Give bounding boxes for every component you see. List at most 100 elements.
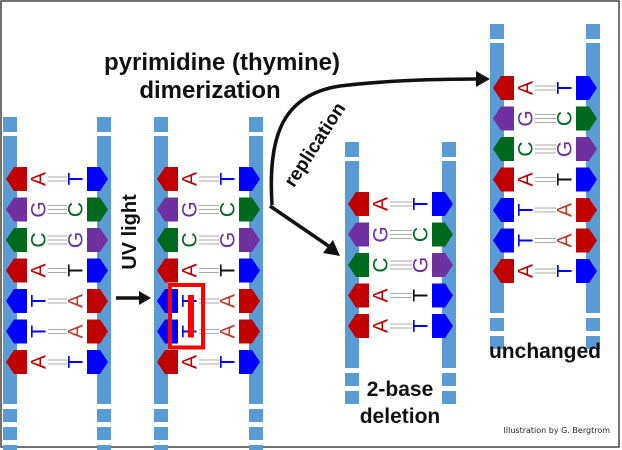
base-letter-left: A bbox=[28, 172, 51, 186]
base-letter-left: T bbox=[515, 234, 538, 247]
backbone-block-right bbox=[97, 409, 111, 422]
base-letter-right: T bbox=[65, 172, 88, 185]
nucleotide-left-A bbox=[493, 167, 514, 192]
base-letter-right: T bbox=[554, 173, 577, 186]
base-letter-left: C bbox=[515, 141, 538, 156]
backbone-block-left bbox=[3, 427, 17, 440]
base-letter-left: A bbox=[515, 172, 538, 186]
nucleotide-left-T bbox=[493, 228, 514, 253]
base-letter-right: T bbox=[217, 172, 240, 185]
base-letter-left: A bbox=[28, 355, 51, 369]
nucleotide-left-G bbox=[348, 222, 369, 247]
backbone-block-left bbox=[345, 142, 359, 157]
backbone-block-left bbox=[154, 409, 168, 422]
nucleotide-right-G bbox=[87, 228, 108, 252]
nucleotide-left-G bbox=[157, 197, 178, 222]
backbone-block-right bbox=[249, 409, 263, 422]
backbone-block-left bbox=[345, 373, 359, 386]
base-letter-right: A bbox=[554, 233, 577, 247]
base-letter-left: T bbox=[28, 325, 51, 338]
nucleotide-right-T bbox=[576, 76, 597, 100]
deletion-label-line-1: 2-base bbox=[367, 378, 434, 401]
backbone-block-right bbox=[249, 117, 263, 132]
backbone-block-right bbox=[442, 142, 456, 157]
nucleotide-right-A bbox=[87, 319, 108, 344]
base-letter-right: G bbox=[217, 232, 240, 248]
nucleotide-left-A bbox=[348, 192, 369, 216]
backbone-block-right bbox=[97, 445, 111, 450]
nucleotide-left-A bbox=[6, 350, 27, 374]
nucleotide-right-C bbox=[576, 106, 597, 131]
base-letter-right: A bbox=[554, 203, 577, 217]
dna-molecules: ATGCCGATTATAATATGCCGATTATAATATGCCGATATAT… bbox=[3, 24, 600, 450]
base-pair: TA bbox=[157, 319, 260, 344]
nucleotide-left-C bbox=[157, 228, 178, 252]
replication-arrow-to-unchanged bbox=[269, 71, 490, 206]
nucleotide-right-T bbox=[87, 167, 108, 191]
backbone-block-left bbox=[3, 409, 17, 422]
nucleotide-left-G bbox=[493, 106, 514, 131]
base-letter-left: C bbox=[179, 232, 202, 247]
nucleotide-left-T bbox=[493, 198, 514, 222]
nucleotide-left-C bbox=[6, 228, 27, 252]
nucleotide-right-T bbox=[432, 314, 453, 338]
nucleotide-right-C bbox=[239, 197, 260, 222]
nucleotide-left-G bbox=[6, 197, 27, 222]
nucleotide-right-T bbox=[576, 259, 597, 283]
base-letter-left: T bbox=[28, 294, 51, 307]
uv-arrow bbox=[116, 291, 151, 305]
base-letter-right: C bbox=[410, 227, 433, 242]
base-letter-left: A bbox=[515, 264, 538, 278]
backbone-block-right bbox=[97, 427, 111, 440]
nucleotide-left-A bbox=[6, 258, 27, 283]
base-letter-left: A bbox=[515, 81, 538, 95]
nucleotide-right-C bbox=[432, 222, 453, 247]
base-letter-left: G bbox=[515, 110, 538, 126]
base-letter-right: C bbox=[65, 202, 88, 217]
nucleotide-right-T bbox=[576, 167, 597, 192]
nucleotide-right-T bbox=[239, 350, 260, 374]
base-letter-left: A bbox=[370, 319, 393, 333]
backbone-block-left bbox=[490, 318, 504, 331]
nucleotide-left-T bbox=[6, 319, 27, 344]
base-letter-left: A bbox=[28, 263, 51, 277]
thymine-dimer-box bbox=[168, 283, 205, 350]
unchanged-label: unchanged bbox=[489, 340, 601, 363]
backbone-block-right bbox=[97, 117, 111, 132]
backbone-block-left bbox=[3, 445, 17, 450]
title-line-1: pyrimidine (thymine) bbox=[104, 49, 340, 76]
base-letter-right: A bbox=[65, 324, 88, 338]
nucleotide-right-C bbox=[87, 197, 108, 222]
nucleotide-left-T bbox=[6, 289, 27, 313]
backbone-block-right bbox=[442, 373, 456, 386]
base-letter-right: T bbox=[410, 289, 433, 302]
base-letter-right: A bbox=[217, 294, 240, 308]
nucleotide-right-A bbox=[239, 289, 260, 313]
nucleotide-right-T bbox=[432, 283, 453, 308]
backbone-block-right bbox=[442, 391, 456, 404]
base-letter-right: C bbox=[217, 202, 240, 217]
backbone-block-left bbox=[3, 117, 17, 132]
nucleotide-right-G bbox=[239, 228, 260, 252]
base-letter-left: A bbox=[179, 172, 202, 186]
backbone-block-left bbox=[490, 24, 504, 39]
base-letter-right: T bbox=[410, 197, 433, 210]
nucleotide-left-T bbox=[157, 319, 178, 344]
